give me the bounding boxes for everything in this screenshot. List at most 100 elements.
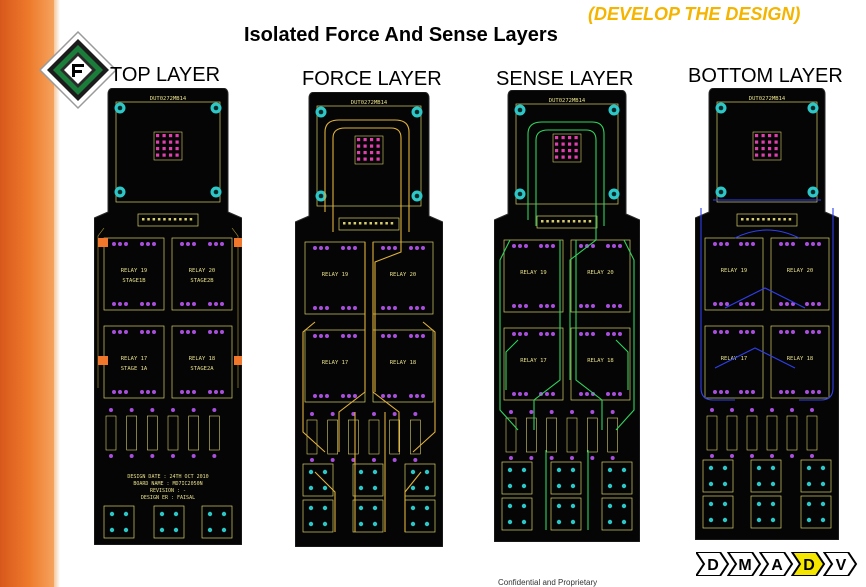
relay-pad bbox=[140, 302, 144, 306]
ic-pad bbox=[370, 138, 374, 142]
connector-outline bbox=[736, 213, 798, 227]
connector-pin bbox=[756, 218, 760, 221]
relay-pad bbox=[347, 306, 351, 310]
smd-component bbox=[234, 356, 242, 365]
connector-pin bbox=[741, 218, 744, 221]
relay-outline bbox=[570, 239, 631, 313]
relay-pad bbox=[551, 392, 555, 396]
ic-pad bbox=[175, 153, 179, 157]
relay-pad bbox=[140, 330, 144, 334]
relay-pad bbox=[152, 242, 156, 246]
connector-via bbox=[308, 521, 314, 527]
connector-via bbox=[722, 481, 728, 487]
stage-label: STAGE2A bbox=[190, 366, 214, 372]
connector-block bbox=[800, 495, 832, 529]
relay-pad bbox=[214, 302, 218, 306]
relay-pad bbox=[325, 246, 329, 250]
connector-pin bbox=[567, 220, 570, 223]
trace-group bbox=[97, 227, 239, 388]
relay-pad bbox=[118, 330, 122, 334]
ic-pad bbox=[156, 147, 160, 151]
ic-pad bbox=[568, 155, 572, 159]
relay-pad bbox=[313, 306, 317, 310]
relay-pad bbox=[220, 390, 224, 394]
force-trace bbox=[332, 127, 402, 392]
connector-via bbox=[308, 469, 314, 475]
relay-pad bbox=[585, 392, 589, 396]
connector-via bbox=[708, 481, 714, 487]
ic-pad bbox=[555, 155, 559, 159]
connector-via bbox=[570, 483, 576, 489]
relay-pad bbox=[817, 390, 821, 394]
connector-block bbox=[702, 459, 734, 493]
connector-pin bbox=[343, 222, 346, 225]
relay-pad bbox=[381, 306, 385, 310]
smd-component bbox=[98, 238, 108, 247]
relay-pad bbox=[319, 246, 323, 250]
ic-footprint bbox=[153, 131, 183, 161]
ic-pad bbox=[162, 153, 166, 157]
relay-pad bbox=[112, 390, 116, 394]
via-pad bbox=[413, 412, 418, 416]
ic-footprint bbox=[752, 131, 782, 161]
relay-pad bbox=[186, 242, 190, 246]
smd-component bbox=[234, 238, 242, 247]
layer-label-bottom: BOTTOM LAYER bbox=[688, 65, 843, 87]
connector-pin bbox=[778, 218, 781, 221]
ic-pad bbox=[774, 147, 778, 151]
relay-pad bbox=[124, 242, 128, 246]
board-id-label: DUT0272MB14 bbox=[351, 100, 388, 106]
connector-pin bbox=[374, 222, 378, 225]
ic-pad bbox=[156, 140, 160, 144]
relay-label: RELAY 18 bbox=[189, 356, 216, 362]
relay-pad bbox=[713, 330, 717, 334]
connector-via bbox=[820, 501, 826, 507]
connector-pin bbox=[572, 220, 576, 223]
relay-pad bbox=[539, 304, 543, 308]
resistor-outline bbox=[126, 415, 137, 451]
relay-pad bbox=[545, 332, 549, 336]
dmadv-step-letter: D bbox=[707, 557, 719, 574]
resistor-outline bbox=[587, 417, 598, 453]
connector-pin bbox=[772, 218, 776, 221]
connector-pin bbox=[390, 222, 394, 225]
connector-via bbox=[308, 505, 314, 511]
resistor-outline bbox=[306, 419, 318, 455]
connector-via bbox=[621, 467, 627, 473]
ic-pad bbox=[561, 136, 565, 140]
relay-pad bbox=[785, 302, 789, 306]
mounting-hole-center bbox=[318, 109, 324, 115]
relay-pad bbox=[524, 244, 528, 248]
resistor-outline bbox=[327, 419, 338, 455]
relay-pad bbox=[591, 244, 595, 248]
ic-pad bbox=[376, 144, 380, 148]
relay-pad bbox=[353, 334, 357, 338]
connector-via bbox=[722, 517, 728, 523]
mounting-hole-center bbox=[611, 107, 617, 113]
ic-pad bbox=[561, 149, 565, 153]
relay-pad bbox=[381, 334, 385, 338]
connector-pin bbox=[189, 218, 193, 221]
ic-pad bbox=[568, 149, 572, 153]
relay-pad bbox=[146, 330, 150, 334]
relay-pad bbox=[606, 392, 610, 396]
connector-via bbox=[556, 503, 562, 509]
relay-pad bbox=[409, 246, 413, 250]
connector-block bbox=[404, 463, 436, 497]
connector-pin bbox=[353, 222, 357, 225]
resistor-outline bbox=[566, 417, 578, 453]
connector-pin bbox=[147, 218, 150, 221]
ic-pad bbox=[363, 138, 367, 142]
connector-block bbox=[702, 495, 734, 529]
relay-pad bbox=[518, 304, 522, 308]
resistor-outline bbox=[746, 415, 758, 451]
dmadv-step-v-arrow bbox=[822, 552, 858, 576]
relay-pad bbox=[785, 242, 789, 246]
via-pad bbox=[351, 412, 356, 416]
relay-pad bbox=[579, 332, 583, 336]
relay-pad bbox=[124, 330, 128, 334]
relay-pad bbox=[512, 304, 516, 308]
via-pad bbox=[392, 412, 397, 416]
relay-pad bbox=[539, 332, 543, 336]
board-outline bbox=[695, 88, 839, 540]
